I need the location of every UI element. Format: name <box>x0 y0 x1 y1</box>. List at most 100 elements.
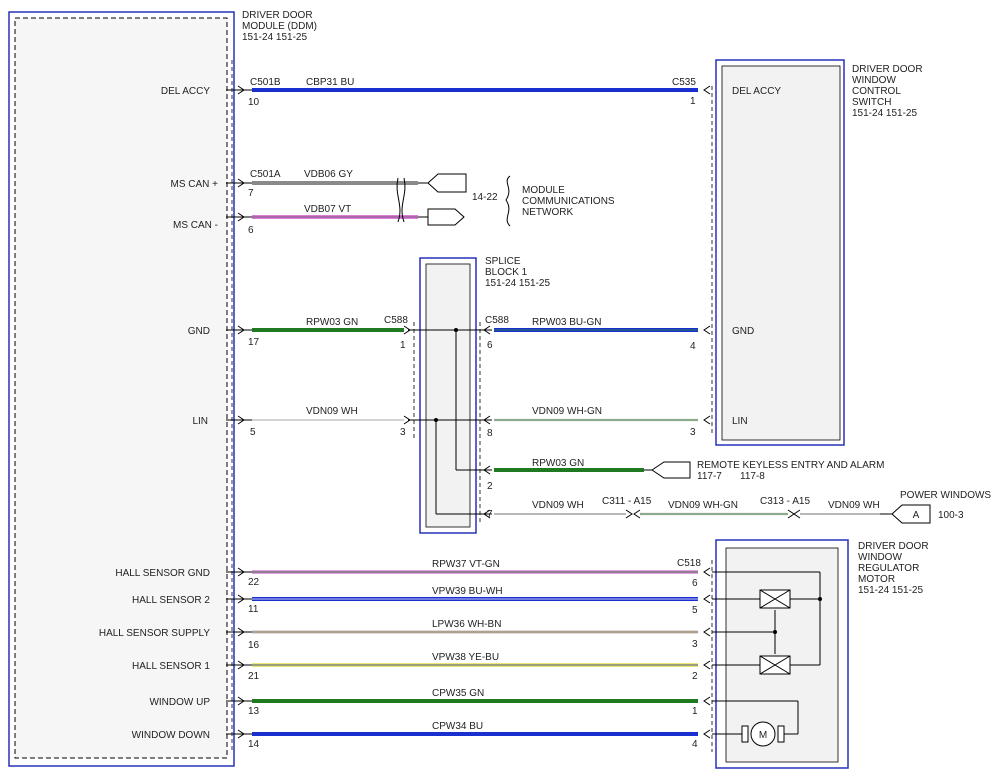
rke-ref-2: 117-8 <box>740 471 765 482</box>
switch-pin-delaccy: DEL ACCY <box>732 86 781 97</box>
wire-label: VPW39 BU-WH <box>432 586 503 597</box>
wire-label: VDB07 VT <box>304 204 351 215</box>
wire-label: CBP31 BU <box>306 77 354 88</box>
wire-label: VDN09 WH <box>532 500 584 511</box>
ddm-title-2: MODULE (DDM) <box>242 21 317 32</box>
wires: 14-22 MODULE COMMUNICATIONS NETWORK REMO… <box>252 88 991 736</box>
wire-label: VDB06 GY <box>304 169 353 180</box>
pin-number: 16 <box>248 640 260 651</box>
right-pin-numbers: 1 4 3 6 5 3 2 1 4 <box>690 96 698 750</box>
rke-connector-icon <box>644 461 691 479</box>
pin-number: 4 <box>692 739 698 750</box>
wire-label: VDN09 WH <box>306 406 358 417</box>
inline-connector-icons <box>625 509 801 519</box>
switch-pages: 151-24 151-25 <box>852 108 917 119</box>
pin-number: 8 <box>487 428 493 439</box>
rke-ref-1: 117-7 <box>697 471 722 482</box>
wire-label: VPW38 YE-BU <box>432 652 499 663</box>
hall-sensor-upper <box>759 589 791 609</box>
connector-label: C501B <box>250 77 281 88</box>
rke-label: REMOTE KEYLESS ENTRY AND ALARM <box>697 460 884 471</box>
pin-number: 1 <box>690 96 696 107</box>
network-connector-icons <box>418 173 467 226</box>
connector-labels: C501B C501A C535 C588 C588 C311 - A15 C3… <box>250 77 810 569</box>
pin-number: 4 <box>690 341 696 352</box>
wire-label: RPW03 GN <box>306 317 358 328</box>
connector-label: C588 <box>485 315 509 326</box>
pin-number: 22 <box>248 577 260 588</box>
ddm-pin-numbers: 10 7 6 17 5 22 11 16 21 13 14 <box>248 97 260 750</box>
wire-label: VDN09 WH-GN <box>532 406 602 417</box>
connector-label: C518 <box>677 558 701 569</box>
right-connector-chevrons <box>703 85 711 739</box>
connector-label: C535 <box>672 77 696 88</box>
wire-label: RPW37 VT-GN <box>432 559 500 570</box>
pin-number: 10 <box>248 97 260 108</box>
motor-title-1: DRIVER DOOR <box>858 541 929 552</box>
ddm-connector-chevrons <box>226 85 252 739</box>
ddm-pin-delaccy: DEL ACCY <box>161 86 210 97</box>
power-windows-ref: 100-3 <box>938 510 964 521</box>
wire-label: CPW35 GN <box>432 688 484 699</box>
ddm-pin-hall2: HALL SENSOR 2 <box>132 595 210 606</box>
pin-number: 14 <box>248 739 260 750</box>
splice-block: SPLICE BLOCK 1 151-24 151-25 1 3 6 8 2 7 <box>400 256 550 534</box>
splice-pages: 151-24 151-25 <box>485 278 550 289</box>
ddm-pin-lin: LIN <box>192 416 208 427</box>
switch-title-3: CONTROL <box>852 86 901 97</box>
connector-label: C588 <box>384 315 408 326</box>
pin-number: 7 <box>248 188 254 199</box>
window-control-switch: DRIVER DOOR WINDOW CONTROL SWITCH 151-24… <box>711 59 923 446</box>
wire-label: RPW03 GN <box>532 458 584 469</box>
connector-label: C311 - A15 <box>602 496 652 507</box>
twisted-pair-icon <box>396 177 406 223</box>
ddm-pin-hallsupply: HALL SENSOR SUPPLY <box>99 628 210 639</box>
switch-title-4: SWITCH <box>852 97 891 108</box>
ddm-pin-mscanplus: MS CAN + <box>170 179 218 190</box>
wire-label: CPW34 BU <box>432 721 483 732</box>
pin-number: 1 <box>692 706 698 717</box>
power-windows-tag: A <box>913 510 920 521</box>
motor-m-label: M <box>759 730 767 741</box>
pin-number: 6 <box>692 578 698 589</box>
network-ref: 14-22 <box>472 192 498 203</box>
splice-title-1: SPLICE <box>485 256 521 267</box>
pin-number: 11 <box>248 604 259 615</box>
pin-number: 17 <box>248 337 260 348</box>
ddm-pin-gnd: GND <box>188 326 210 337</box>
power-windows-label: POWER WINDOWS <box>900 490 991 501</box>
switch-pin-gnd: GND <box>732 326 754 337</box>
network-line-2: COMMUNICATIONS <box>522 196 615 207</box>
ddm-pin-mscanminus: MS CAN - <box>173 220 218 231</box>
switch-title-2: WINDOW <box>852 75 896 86</box>
ddm-pin-winup: WINDOW UP <box>149 697 210 708</box>
switch-title-1: DRIVER DOOR <box>852 64 923 75</box>
motor-title-2: WINDOW <box>858 552 902 563</box>
wire-label: VDN09 WH-GN <box>668 500 738 511</box>
pin-number: 21 <box>248 671 260 682</box>
network-brace <box>505 175 511 227</box>
wire-labels: CBP31 BU VDB06 GY VDB07 VT RPW03 GN RPW0… <box>304 77 880 732</box>
wire-label: VDN09 WH <box>828 500 880 511</box>
pin-number: 3 <box>400 427 406 438</box>
ddm-module: DRIVER DOOR MODULE (DDM) 151-24 151-25 <box>8 10 317 767</box>
pin-number: 13 <box>248 706 260 717</box>
power-windows-connector-icon <box>880 504 931 524</box>
motor-title-4: MOTOR <box>858 574 895 585</box>
pin-number: 2 <box>487 481 493 492</box>
pin-number: 6 <box>487 340 493 351</box>
motor-title-3: REGULATOR <box>858 563 919 574</box>
ddm-pin-windown: WINDOW DOWN <box>132 730 210 741</box>
motor-symbol <box>741 721 785 747</box>
pin-number: 7 <box>487 509 493 520</box>
pin-number: 3 <box>692 639 698 650</box>
pin-number: 6 <box>248 225 254 236</box>
ddm-title-1: DRIVER DOOR <box>242 10 313 21</box>
pin-number: 3 <box>690 427 696 438</box>
ddm-pin-hall1: HALL SENSOR 1 <box>132 661 210 672</box>
pin-number: 2 <box>692 671 698 682</box>
connector-label: C313 - A15 <box>760 496 810 507</box>
pin-number: 5 <box>692 605 698 616</box>
ddm-pin-hallgnd: HALL SENSOR GND <box>115 568 210 579</box>
